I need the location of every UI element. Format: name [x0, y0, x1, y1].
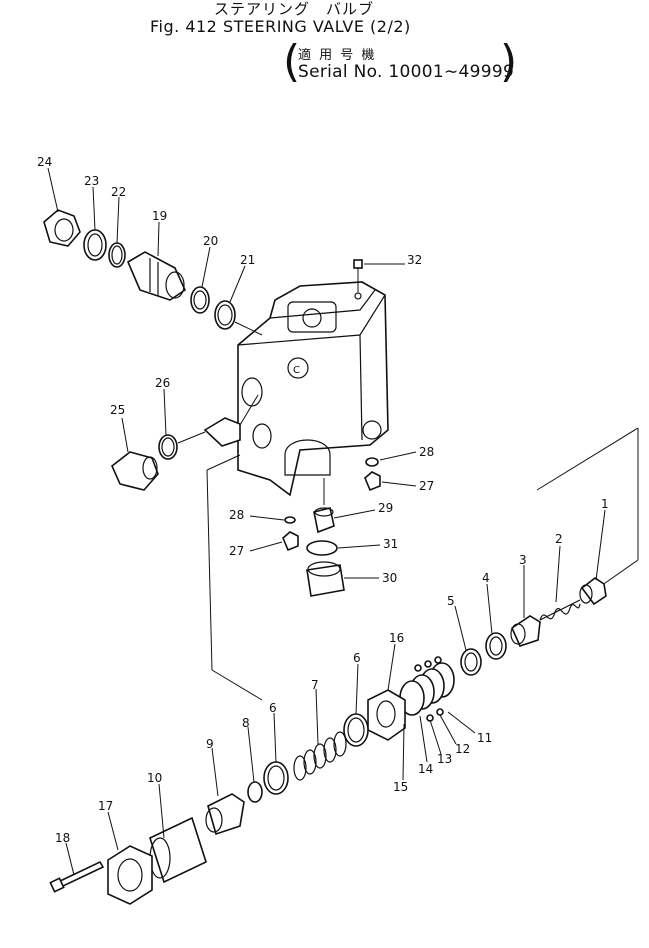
- part-6-ring-upper: [343, 713, 369, 747]
- part-25-plug: [111, 451, 159, 491]
- part-22-ring: [108, 242, 126, 268]
- right-parenthesis: ): [500, 36, 518, 87]
- callout-20: 20: [203, 234, 218, 248]
- left-parenthesis: (: [283, 36, 301, 87]
- part-9-fitting: [205, 793, 245, 836]
- callout-23: 23: [84, 174, 99, 188]
- valve-body: C: [237, 281, 389, 497]
- callout-8: 8: [242, 716, 250, 730]
- callout-13: 13: [437, 752, 452, 766]
- serial-number-range: Serial No. 10001∼49999: [298, 62, 515, 82]
- callout-11: 11: [477, 731, 492, 745]
- callout-12: 12: [455, 742, 470, 756]
- part-17-cover: [107, 845, 153, 905]
- leader-lines: [47, 167, 606, 876]
- part-27-plug-right: [364, 471, 381, 492]
- callout-9: 9: [206, 737, 214, 751]
- body-mark-c: C: [293, 365, 300, 376]
- callout-14: 14: [418, 762, 433, 776]
- callout-27-left: 27: [229, 544, 244, 558]
- callout-15: 15: [393, 780, 408, 794]
- part-30-plug: [306, 561, 345, 597]
- serial-label-japanese: 適 用 号 機: [298, 48, 377, 63]
- part-27-plug-left: [282, 531, 299, 552]
- callout-25: 25: [110, 403, 125, 417]
- callout-18: 18: [55, 831, 70, 845]
- part-4-ring: [485, 632, 507, 660]
- part-2-spring: [539, 599, 581, 621]
- stem-fitting: [203, 417, 241, 447]
- callout-27-right: 27: [419, 479, 434, 493]
- part-24-cap: [43, 209, 81, 247]
- part-11-coil-stack: [399, 662, 455, 716]
- callout-31: 31: [383, 537, 398, 551]
- callout-10: 10: [147, 771, 162, 785]
- callout-16: 16: [389, 631, 404, 645]
- part-19-valve: [126, 251, 187, 301]
- callout-7: 7: [311, 678, 319, 692]
- callout-32: 32: [407, 253, 422, 267]
- part-23-ring: [83, 229, 107, 261]
- part-7-spring: [293, 731, 347, 781]
- part-26-ring: [158, 434, 178, 460]
- callout-4: 4: [482, 571, 490, 585]
- part-32-plug: [353, 259, 363, 292]
- callout-6-lower: 6: [269, 701, 277, 715]
- part-20-ring: [190, 286, 210, 314]
- callout-30: 30: [382, 571, 397, 585]
- callout-22: 22: [111, 185, 126, 199]
- title-japanese: ステアリング バルブ: [214, 0, 375, 18]
- part-10-sleeve: [149, 816, 207, 884]
- callout-5: 5: [447, 594, 455, 608]
- callout-28-right: 28: [419, 445, 434, 459]
- callout-1: 1: [601, 497, 609, 511]
- part-16-flange: [367, 689, 406, 741]
- callout-26: 26: [155, 376, 170, 390]
- callout-29: 29: [378, 501, 393, 515]
- callout-28-left: 28: [229, 508, 244, 522]
- callout-24: 24: [37, 155, 52, 169]
- callout-labels: 24 23 22 19 20 21 32 26 25 28 27 28 27 2…: [37, 155, 609, 845]
- part-28-ring-right: [365, 457, 379, 467]
- callout-6-upper: 6: [353, 651, 361, 665]
- figure-title: Fig. 412 STEERING VALVE (2/2): [150, 17, 411, 36]
- part-21-ring: [214, 300, 236, 330]
- callout-19: 19: [152, 209, 167, 223]
- part-8-ring: [247, 781, 263, 803]
- assembly-guide-lines: [206, 427, 639, 701]
- callout-17: 17: [98, 799, 113, 813]
- part-3-retainer: [510, 615, 541, 647]
- part-31-o-ring: [306, 540, 338, 556]
- part-29-fitting: [313, 507, 335, 534]
- part-18-bolt: [49, 860, 105, 893]
- callout-2: 2: [555, 532, 563, 546]
- part-28-ring-left: [284, 516, 296, 524]
- part-12-balls: [414, 656, 444, 722]
- part-6-ring-lower: [263, 761, 289, 795]
- callout-21: 21: [240, 253, 255, 267]
- callout-3: 3: [519, 553, 527, 567]
- part-1-cap: [579, 577, 607, 606]
- part-5-ring: [460, 648, 482, 676]
